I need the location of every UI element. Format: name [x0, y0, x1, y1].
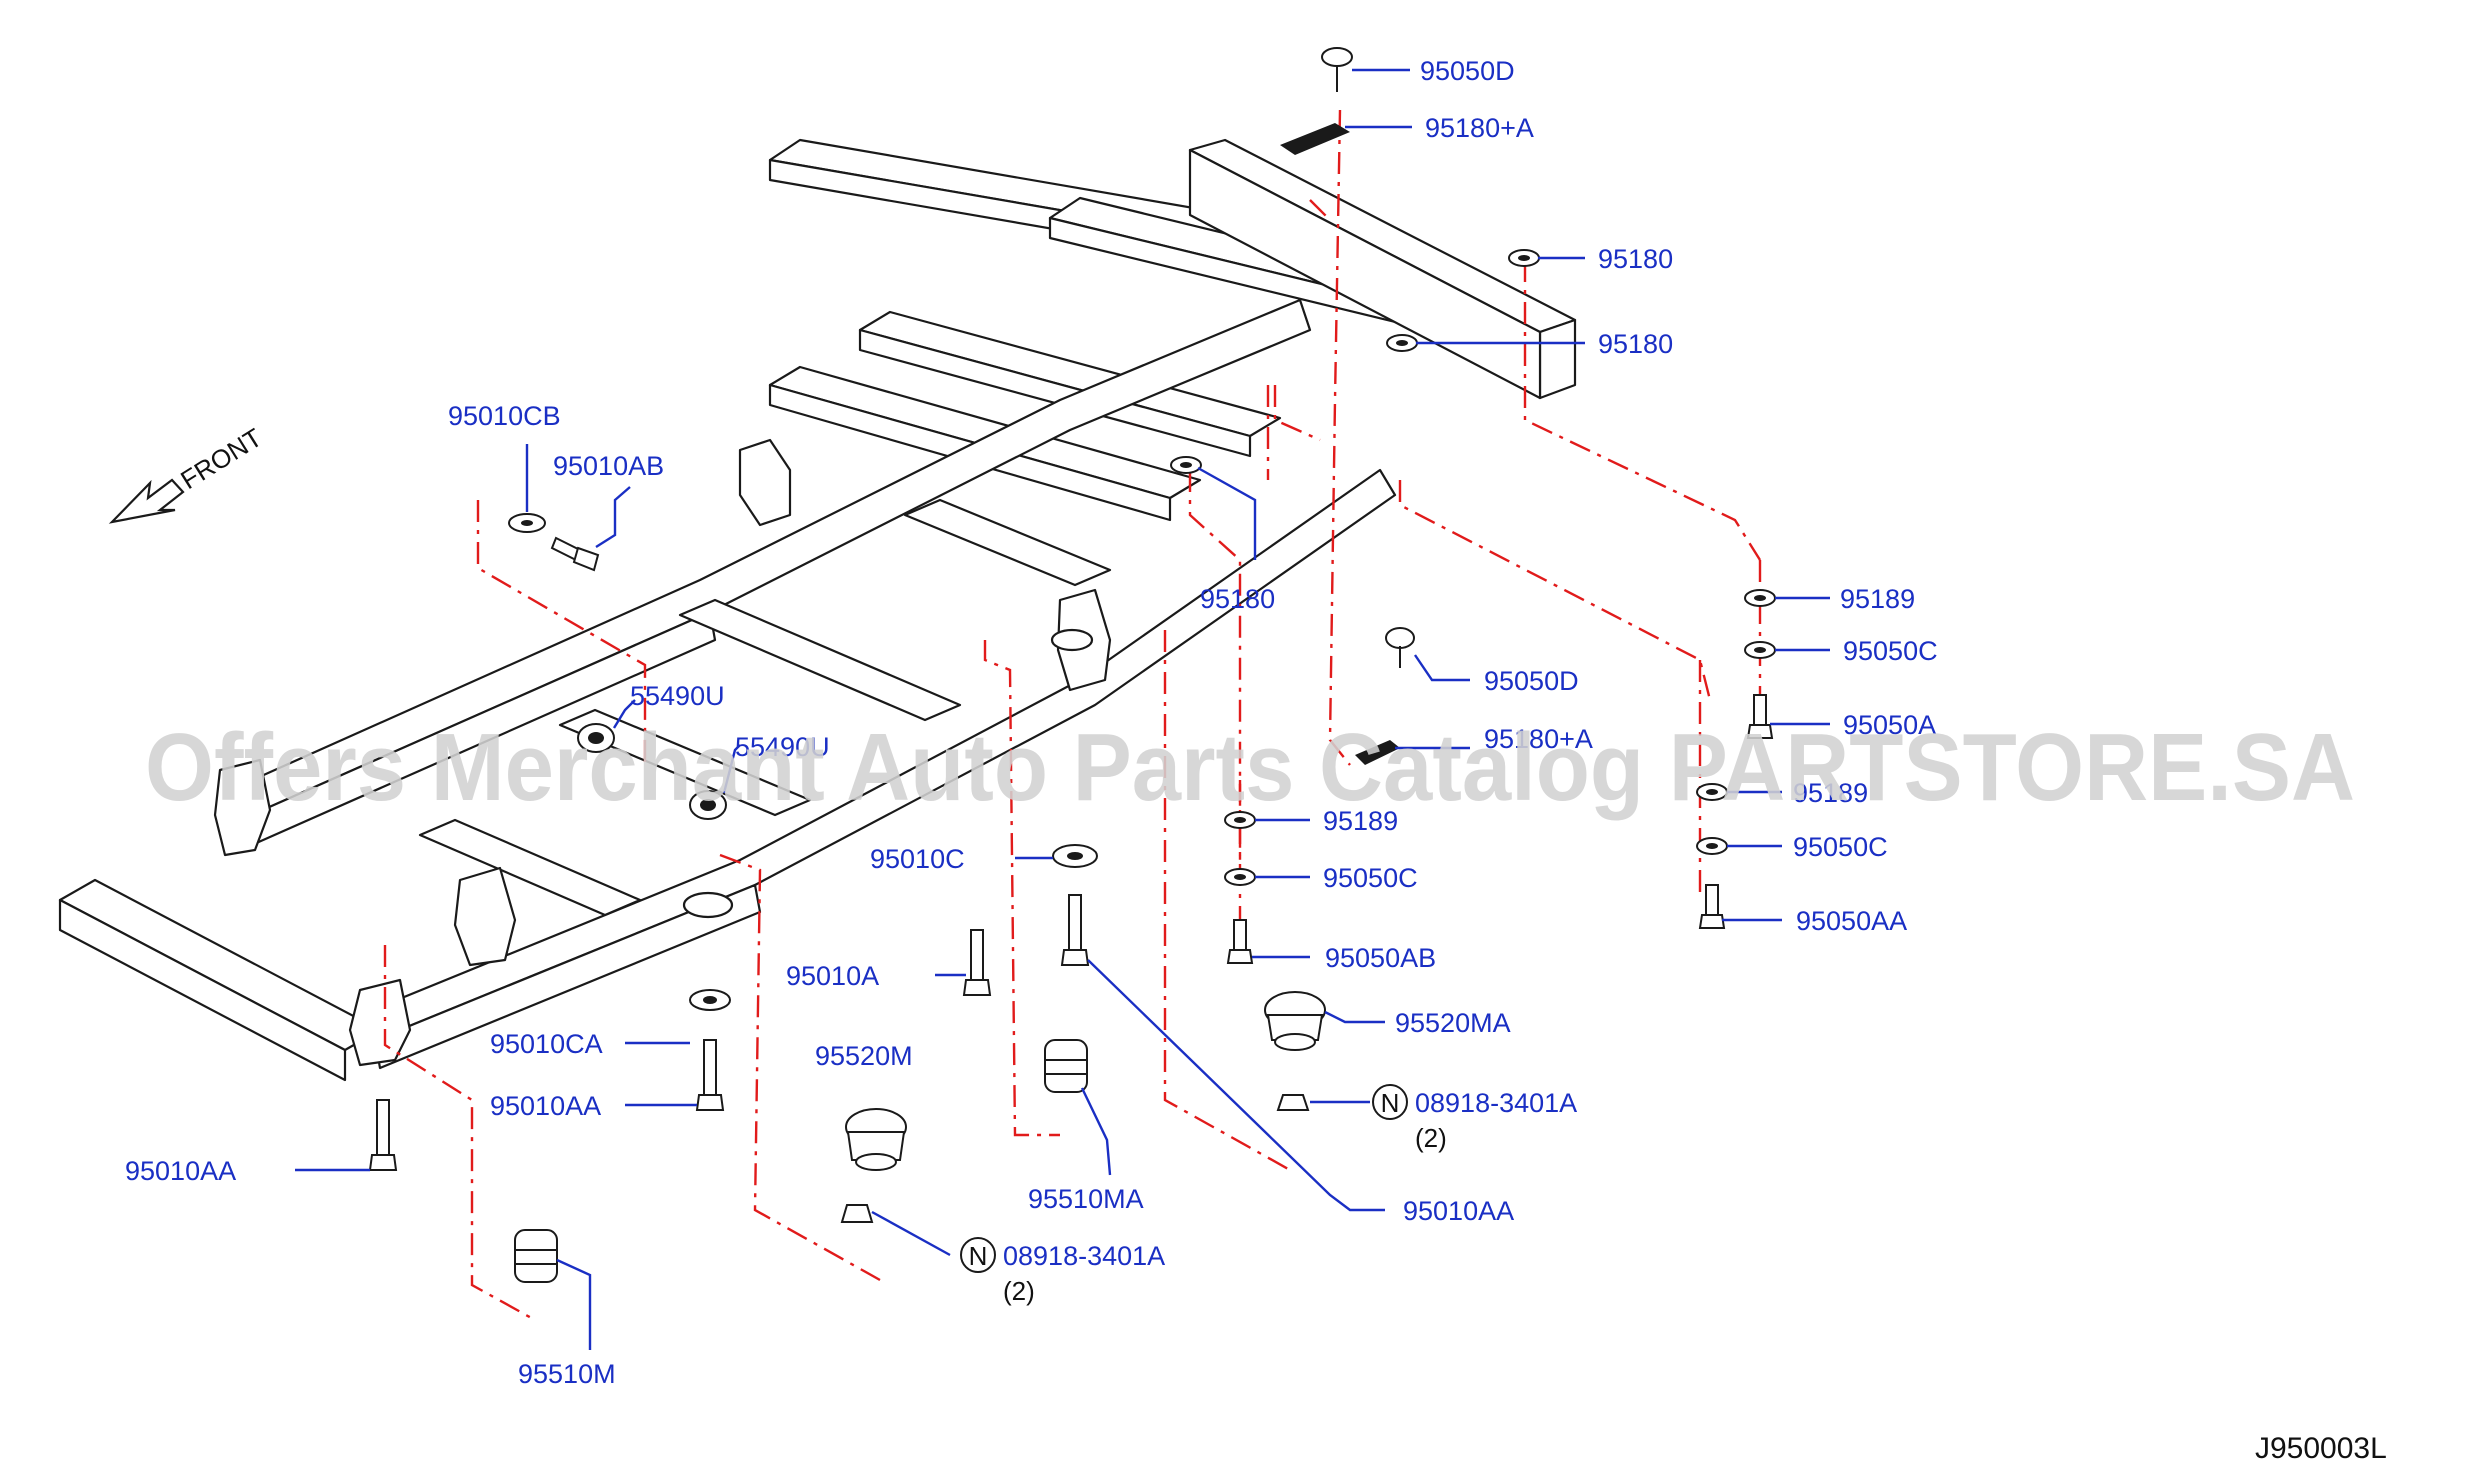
callout-95010ca: 95010CA [490, 1029, 603, 1059]
fastener-parts [368, 47, 1776, 1283]
callout-55490u-1: 55490U [630, 681, 725, 711]
n-symbols: N N [960, 1084, 1408, 1273]
n-symbol-left: N [969, 1241, 988, 1271]
callout-95180-2: 95180 [1598, 329, 1673, 359]
callout-95010cb: 95010CB [448, 401, 561, 431]
callout-95050a-r: 95050A [1843, 710, 1936, 740]
callout-95010aa-left: 95010AA [125, 1156, 236, 1186]
callout-95189-r1: 95189 [1840, 584, 1915, 614]
callout-95180a-top: 95180+A [1425, 113, 1534, 143]
n-symbol-right: N [1381, 1088, 1400, 1118]
callout-95050aa-r: 95050AA [1796, 906, 1907, 936]
callout-95189-r2: 95189 [1793, 778, 1868, 808]
callout-95010a: 95010A [786, 961, 879, 991]
callout-labels: 95050D 95180+A 95180 95180 95180 95010CB… [125, 56, 1938, 1389]
callout-95180-1: 95180 [1598, 244, 1673, 274]
callout-95050d-mid: 95050D [1484, 666, 1579, 696]
vehicle-frame [58, 138, 1577, 1082]
callout-95520m: 95520M [815, 1041, 913, 1071]
callout-95010aa-mid: 95010AA [490, 1091, 601, 1121]
callout-08918-l-qty: (2) [1003, 1276, 1035, 1306]
diagram-code: J950003L [2255, 1432, 2387, 1465]
callout-95050c-r1: 95050C [1843, 636, 1938, 666]
front-arrow-icon [108, 478, 185, 524]
callout-95050c-r2: 95050C [1793, 832, 1888, 862]
callout-95510m: 95510M [518, 1359, 616, 1389]
callout-95510ma: 95510MA [1028, 1184, 1144, 1214]
callout-95010c: 95010C [870, 844, 965, 874]
callout-95010aa-right: 95010AA [1403, 1196, 1514, 1226]
front-label: FRONT [175, 422, 267, 495]
callout-95180a-mid: 95180+A [1484, 724, 1593, 754]
watermark-text: Offers Merchant Auto Parts Catalog PARTS… [145, 714, 2355, 821]
callout-08918-r: 08918-3401A [1415, 1088, 1577, 1118]
callout-95520ma: 95520MA [1395, 1008, 1511, 1038]
callout-95180-3: 95180 [1200, 584, 1275, 614]
callout-95050c-m: 95050C [1323, 863, 1418, 893]
callout-95050d-top: 95050D [1420, 56, 1515, 86]
phantom-lines [383, 109, 1762, 1322]
callout-95189-m: 95189 [1323, 806, 1398, 836]
callout-95010ab: 95010AB [553, 451, 664, 481]
callout-55490u-2: 55490U [735, 732, 830, 762]
leader-lines [295, 68, 1830, 1350]
callout-95050ab-m: 95050AB [1325, 943, 1436, 973]
callout-08918-l: 08918-3401A [1003, 1241, 1165, 1271]
front-indicator: FRONT [108, 422, 267, 524]
callout-08918-r-qty: (2) [1415, 1123, 1447, 1153]
